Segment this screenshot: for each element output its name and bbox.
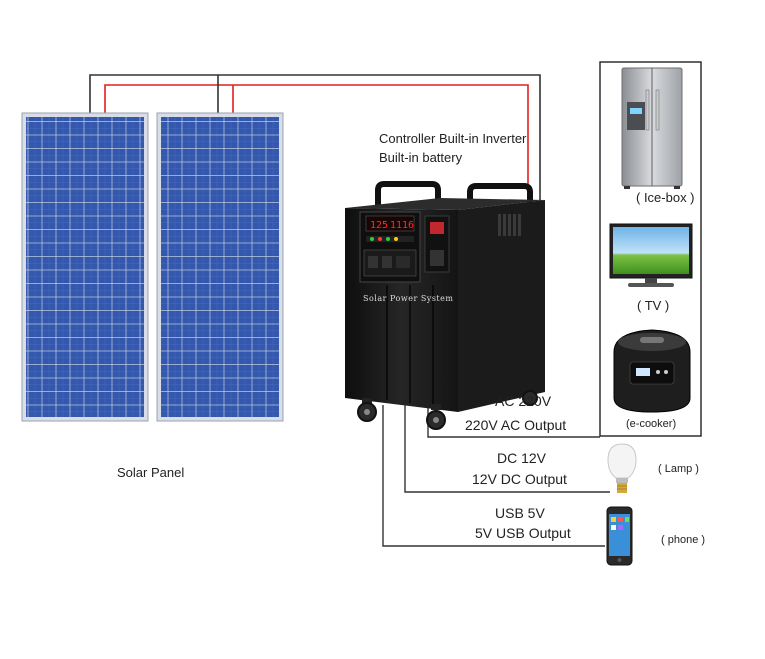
tv-caption: ( TV ) [637, 298, 670, 313]
display-value-right: 1116 [390, 220, 414, 231]
power-cabinet: 125 1116 Solar Power System [345, 181, 545, 430]
solar-panel-label: Solar Panel [117, 465, 185, 480]
digital-display [365, 215, 415, 232]
ac-output-subtitle: 220V AC Output [465, 417, 567, 433]
ac-output-title: AC 220V [495, 393, 552, 409]
controller-label-line1: Controller Built-in Inverter [379, 131, 527, 146]
system-name-label: Solar Power System [363, 294, 453, 303]
dc-output-subtitle: 12V DC Output [472, 471, 567, 487]
smartphone-icon [606, 506, 633, 566]
wheel-rear [522, 390, 538, 406]
usb-output-wire [382, 405, 605, 547]
usb-output-subtitle: 5V USB Output [475, 525, 571, 541]
black-wire [89, 74, 541, 200]
cabinet-side [458, 200, 545, 412]
lamp-caption: ( Lamp ) [658, 463, 699, 475]
controller-label-line2: Built-in battery [379, 150, 463, 165]
phone-caption: ( phone ) [661, 534, 706, 546]
solar-panel-left [21, 112, 149, 422]
wheel-front-right [426, 404, 446, 430]
light-bulb-icon [607, 443, 637, 493]
cabinet-handle-right [467, 183, 533, 206]
dc-output-title: DC 12V [497, 450, 547, 466]
fridge-caption: ( Ice-box ) [636, 190, 695, 205]
usb-output-title: USB 5V [495, 505, 545, 521]
solar-panel-right [156, 112, 284, 422]
rice-cooker-icon [613, 329, 691, 413]
dc-output-wire [404, 405, 610, 493]
tv-icon [609, 223, 693, 287]
cooker-caption: (e-cooker) [626, 418, 677, 430]
side-vents [498, 214, 521, 236]
display-value-left: 125 [370, 220, 388, 231]
red-wire [104, 84, 529, 200]
appliance-box [599, 61, 702, 437]
wheel-front-left [357, 398, 377, 422]
panel-wiring [89, 74, 541, 200]
refrigerator-icon [621, 67, 683, 189]
cabinet-handle-left [375, 181, 441, 206]
